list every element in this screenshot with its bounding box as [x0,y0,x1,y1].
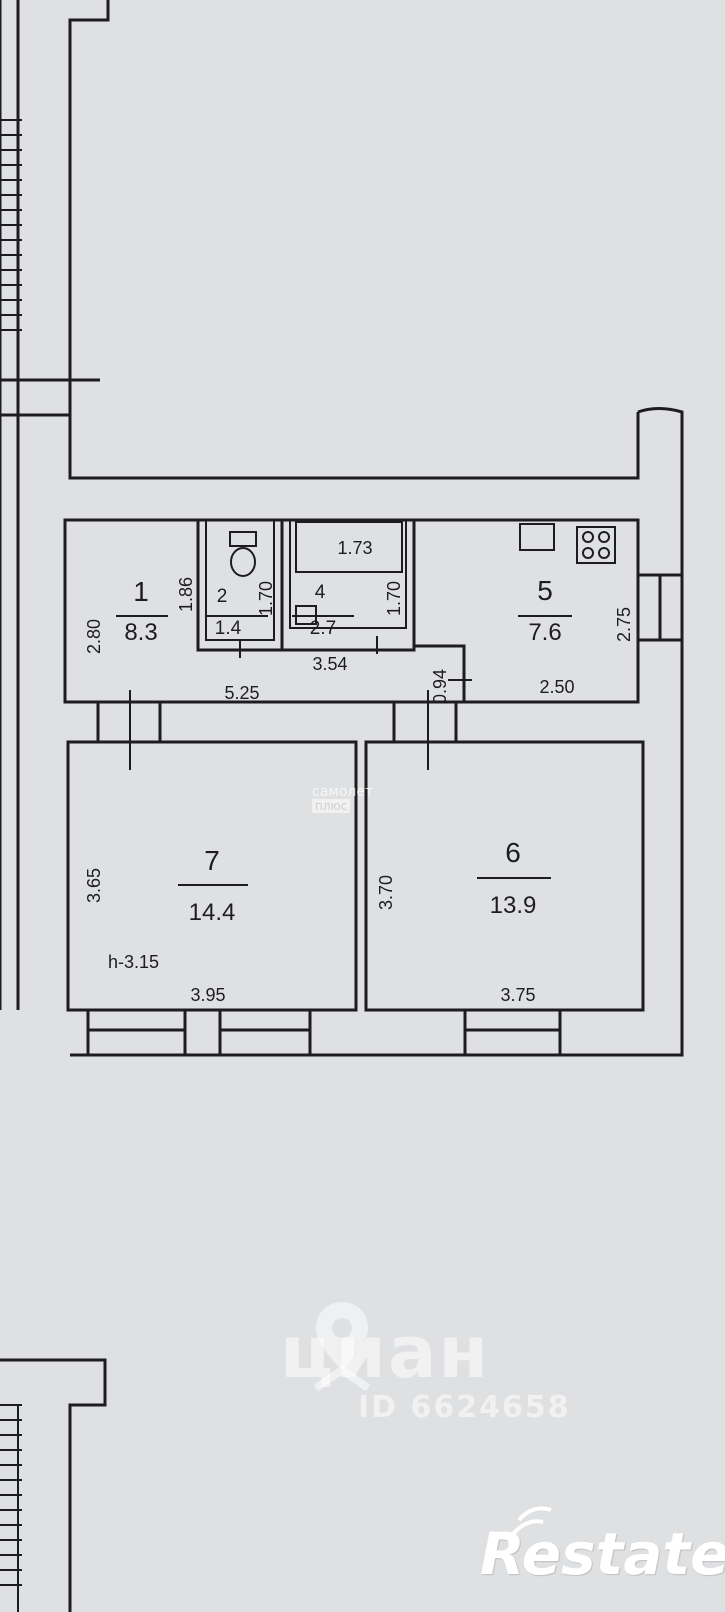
room-6-wall [364,740,645,1012]
dim-2-80: 2.80 [84,619,104,654]
stove-icon [576,526,616,564]
toilet-tank-icon [229,531,257,547]
room-5-number: 5 [537,575,553,606]
walls [0,0,684,1612]
room-7-area: 14.4 [189,899,236,926]
room-5-area: 7.6 [528,619,561,646]
room-7-wall [66,740,358,1012]
room-7-number: 7 [204,845,220,876]
room-1-area: 8.3 [124,619,157,646]
map-pin-icon [313,1302,371,1392]
dim-1-86: 1.86 [176,577,196,612]
room-6-number: 6 [505,837,521,868]
dim-0-94: 0.94 [430,669,450,704]
cian-id-watermark: ID 6624658 [358,1390,571,1425]
toilet-icon [230,547,256,577]
left-stair-wall [0,0,20,1010]
corridor-block [63,518,640,704]
dim-3-75: 3.75 [500,985,535,1005]
kitchen-sink-icon [519,523,555,551]
dim-3-65: 3.65 [84,868,104,903]
room-6-area: 13.9 [490,892,537,919]
samolet-watermark-top: самолет [312,784,374,800]
bathroom-4-inner [289,520,407,629]
ceiling-height: h-3.15 [108,952,159,972]
dim-3-54: 3.54 [312,654,347,674]
dimension-ticks [129,636,472,770]
room-dividers [116,615,572,886]
window-room-6 [463,1010,562,1055]
room-4-number: 4 [315,582,326,603]
dim-3-95: 3.95 [190,985,225,1005]
left-stair-treads [0,119,22,331]
lower-stair-treads [0,1404,22,1612]
window-room-7-left [86,1010,187,1055]
signal-wave-icon [511,1506,552,1536]
kitchen-partition [412,520,466,702]
window-kitchen [638,573,682,642]
samolet-watermark: самолет плюс [312,785,373,813]
room-2-area: 1.4 [215,618,242,639]
dim-2-50: 2.50 [539,677,574,697]
dim-1-70-a: 1.70 [256,581,276,616]
dim-3-70: 3.70 [376,875,396,910]
room-4-area: 2.7 [310,618,336,639]
window-room-7-right [218,1010,312,1055]
dim-5-25: 5.25 [224,683,259,703]
stairwell-landing [0,378,100,417]
lower-stair-wall [0,1358,107,1612]
right-outer-wall [70,407,684,1057]
dim-1-70-b: 1.70 [384,581,404,616]
samolet-watermark-bottom: плюс [312,799,351,813]
cian-watermark: циан [280,1310,491,1394]
restate-logo: Restate [480,1520,725,1588]
room-2-number: 2 [217,586,228,607]
stairwell-wall [68,0,640,480]
fixtures [229,523,616,625]
room-1-number: 1 [133,576,149,607]
dim-1-73: 1.73 [337,538,372,558]
doorways [96,702,458,742]
dim-2-75: 2.75 [614,607,634,642]
